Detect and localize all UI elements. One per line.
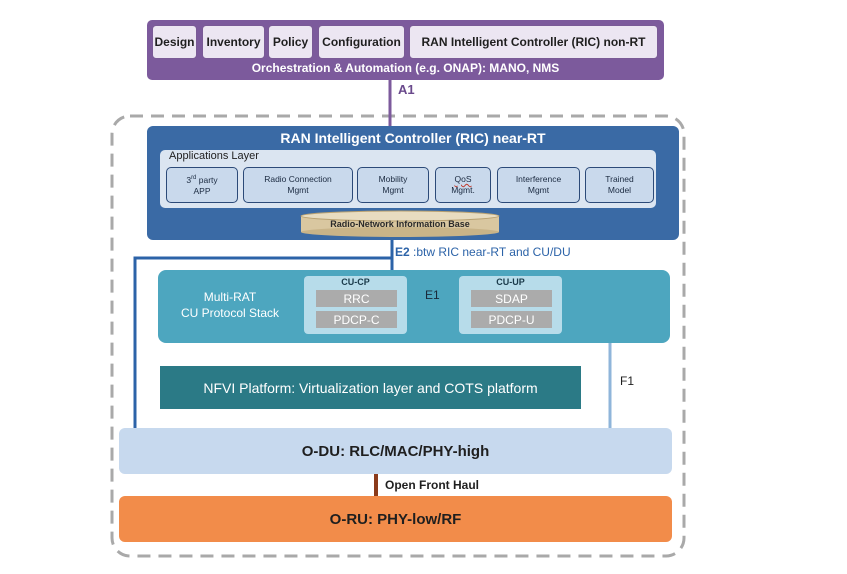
e2-connector — [133, 240, 394, 430]
a1-label: A1 — [398, 82, 415, 97]
cu-protocol-stack-block — [158, 270, 670, 343]
tab-configuration[interactable]: Configuration — [318, 25, 405, 59]
o-du-block: O-DU: RLC/MAC/PHY-high — [119, 428, 672, 474]
cu-up-title: CU-UP — [496, 277, 525, 287]
cu-cp-title: CU-CP — [341, 277, 370, 287]
fronthaul-label: Open Front Haul — [385, 478, 479, 492]
e1-label: E1 — [425, 288, 440, 302]
e2-label: E2 :btw RIC near-RT and CU/DU — [395, 245, 571, 259]
orchestration-caption: Orchestration & Automation (e.g. ONAP): … — [251, 61, 560, 75]
ran-dashed-boundary — [110, 114, 686, 558]
rrc-box: RRC — [316, 290, 397, 307]
tab-inventory[interactable]: Inventory — [202, 25, 265, 59]
o-ru-block: O-RU: PHY-low/RF — [119, 496, 672, 542]
ric-near-rt-title: RAN Intelligent Controller (RIC) near-RT — [280, 130, 546, 146]
pdcp-c-box: PDCP-C — [316, 311, 397, 328]
nfvi-platform-block: NFVI Platform: Virtualization layer and … — [160, 366, 581, 409]
tab-design[interactable]: Design — [152, 25, 197, 59]
tab-policy[interactable]: Policy — [268, 25, 313, 59]
f1-label: F1 — [620, 374, 635, 388]
applications-layer-title: Applications Layer — [169, 150, 259, 162]
rnib-label: Radio-Network Information Base — [330, 219, 470, 229]
sdap-box: SDAP — [471, 290, 552, 307]
tab-ric-non-rt[interactable]: RAN Intelligent Controller (RIC) non-RT — [409, 25, 658, 59]
pdcp-u-box: PDCP-U — [471, 311, 552, 328]
app-third-party[interactable]: 3rd party APP — [166, 167, 238, 203]
rnib-database-icon — [300, 210, 500, 237]
